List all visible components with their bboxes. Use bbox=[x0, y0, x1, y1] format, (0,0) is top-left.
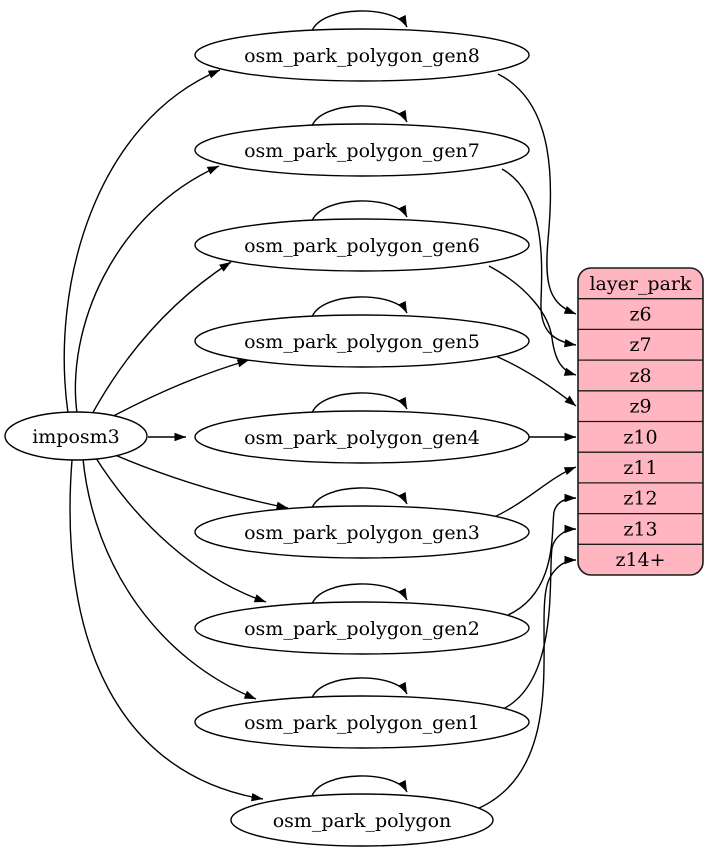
edge-osm_park_polygon_gen3-z11 bbox=[491, 466, 577, 519]
node-ellipse-osm_park_polygon_gen6 bbox=[194, 218, 530, 272]
layer-park-row-z8: z8 bbox=[629, 365, 651, 387]
layer-park-row-z9: z9 bbox=[629, 396, 651, 418]
self-loop-osm_park_polygon_gen1 bbox=[311, 677, 408, 699]
node-ellipse-osm_park_polygon_gen2 bbox=[194, 601, 530, 655]
node-label-osm_park_polygon_gen3: osm_park_polygon_gen3 bbox=[244, 522, 480, 544]
node-imposm3: imposm3 bbox=[4, 411, 148, 461]
layer-park-row-z11: z11 bbox=[623, 457, 657, 479]
edge-osm_park_polygon_gen7-z7 bbox=[501, 168, 577, 348]
node-ellipse-osm_park_polygon_gen4 bbox=[194, 410, 530, 464]
node-osm_park_polygon_gen1: osm_park_polygon_gen1 bbox=[194, 695, 530, 749]
edge-imposm3-osm_park_polygon bbox=[69, 459, 264, 802]
self-loop-osm_park_polygon_gen3 bbox=[311, 487, 408, 509]
edge-osm_park_polygon_gen5-z9 bbox=[490, 353, 577, 407]
edge-imposm3-osm_park_polygon_gen3 bbox=[107, 451, 289, 510]
self-loop-osm_park_polygon_gen8 bbox=[311, 10, 408, 32]
self-loop-osm_park_polygon_gen2 bbox=[311, 583, 408, 605]
node-label-osm_park_polygon_gen1: osm_park_polygon_gen1 bbox=[244, 712, 480, 734]
node-label-osm_park_polygon_gen2: osm_park_polygon_gen2 bbox=[244, 618, 480, 640]
edges-to-layer bbox=[476, 73, 577, 810]
node-osm_park_polygon_gen4: osm_park_polygon_gen4 bbox=[194, 410, 530, 464]
node-ellipse-osm_park_polygon_gen8 bbox=[194, 28, 530, 82]
node-label-imposm3: imposm3 bbox=[32, 426, 120, 448]
node-label-osm_park_polygon: osm_park_polygon bbox=[273, 810, 452, 832]
node-label-osm_park_polygon_gen4: osm_park_polygon_gen4 bbox=[244, 427, 480, 449]
node-ellipse-osm_park_polygon bbox=[230, 793, 494, 847]
edge-osm_park_polygon-z14 bbox=[476, 555, 577, 810]
layer-park-row-z13: z13 bbox=[623, 518, 657, 540]
node-osm_park_polygon_gen6: osm_park_polygon_gen6 bbox=[194, 218, 530, 272]
node-label-osm_park_polygon_gen5: osm_park_polygon_gen5 bbox=[244, 331, 480, 353]
node-ellipse-osm_park_polygon_gen5 bbox=[194, 314, 530, 368]
self-loop-osm_park_polygon bbox=[311, 775, 408, 797]
node-osm_park_polygon_gen8: osm_park_polygon_gen8 bbox=[194, 28, 530, 82]
edge-imposm3-osm_park_polygon_gen2 bbox=[93, 454, 267, 603]
layer-park-row-z6: z6 bbox=[629, 304, 651, 326]
edge-osm_park_polygon_gen6-z8 bbox=[488, 265, 577, 376]
edge-imposm3-osm_park_polygon_gen6 bbox=[90, 261, 232, 417]
edge-imposm3-osm_park_polygon_gen8 bbox=[63, 69, 221, 414]
self-loop-osm_park_polygon_gen7 bbox=[311, 105, 408, 127]
node-osm_park_polygon_gen5: osm_park_polygon_gen5 bbox=[194, 314, 530, 368]
self-loop-osm_park_polygon_gen5 bbox=[311, 296, 408, 318]
edge-imposm3-osm_park_polygon_gen5 bbox=[103, 359, 250, 422]
self-loops bbox=[311, 10, 408, 797]
edge-osm_park_polygon_gen1-z13 bbox=[500, 524, 577, 711]
node-layer_park: layer_park z6 z7 z8 z9 z10 z11 z12 z13 z… bbox=[577, 267, 704, 576]
node-label-osm_park_polygon_gen8: osm_park_polygon_gen8 bbox=[244, 45, 480, 67]
node-osm_park_polygon_gen7: osm_park_polygon_gen7 bbox=[194, 123, 530, 177]
node-osm_park_polygon_gen3: osm_park_polygon_gen3 bbox=[194, 505, 530, 559]
layer-park-row-z10: z10 bbox=[623, 426, 657, 448]
node-osm_park_polygon_gen2: osm_park_polygon_gen2 bbox=[194, 601, 530, 655]
edge-imposm3-osm_park_polygon_gen1 bbox=[82, 458, 257, 700]
edge-osm_park_polygon_gen2-z12 bbox=[505, 493, 577, 617]
edge-osm_park_polygon_gen8-z6 bbox=[497, 73, 577, 315]
edge-imposm3-osm_park_polygon_gen7 bbox=[74, 165, 220, 414]
node-label-osm_park_polygon_gen7: osm_park_polygon_gen7 bbox=[244, 140, 480, 162]
layer-park-title: layer_park bbox=[589, 273, 692, 295]
node-osm_park_polygon: osm_park_polygon bbox=[230, 793, 494, 847]
node-label-osm_park_polygon_gen6: osm_park_polygon_gen6 bbox=[244, 235, 480, 257]
layer-park-row-z14: z14+ bbox=[615, 549, 665, 571]
edges-from-source bbox=[63, 69, 289, 802]
node-ellipse-osm_park_polygon_gen7 bbox=[194, 123, 530, 177]
self-loop-osm_park_polygon_gen6 bbox=[311, 200, 408, 222]
node-ellipse-osm_park_polygon_gen3 bbox=[194, 505, 530, 559]
node-ellipse-imposm3 bbox=[4, 411, 148, 461]
self-loop-osm_park_polygon_gen4 bbox=[311, 392, 408, 414]
layer-park-row-z12: z12 bbox=[623, 488, 657, 510]
layer-park-row-z7: z7 bbox=[629, 334, 651, 356]
node-ellipse-osm_park_polygon_gen1 bbox=[194, 695, 530, 749]
